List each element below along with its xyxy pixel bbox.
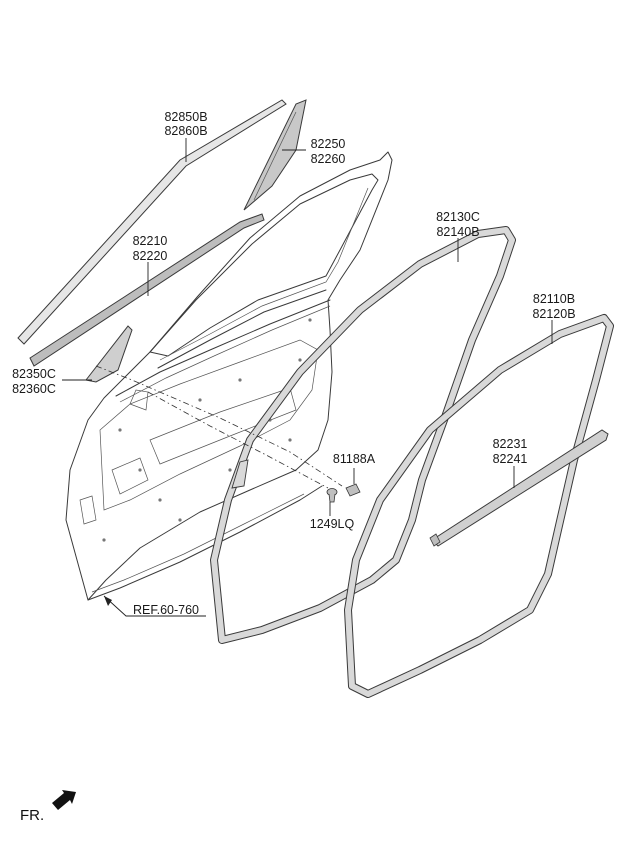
front-direction-indicator: FR. xyxy=(20,790,76,824)
callout-82110b: 82110B 82120B xyxy=(532,292,575,321)
callout-82350c-line2: 82360C xyxy=(12,382,56,396)
callout-82130c-line1: 82130C xyxy=(436,210,480,224)
callout-ref-line1: REF.60-760 xyxy=(133,603,199,617)
window-frame-molding xyxy=(17,99,287,345)
bolt-1249lq xyxy=(326,488,338,503)
door-weatherstrip xyxy=(210,226,516,644)
callout-82850b: 82850B 82860B xyxy=(164,110,207,138)
door-panel xyxy=(65,151,393,601)
callout-82210: 82210 82220 xyxy=(133,234,168,263)
belt-molding xyxy=(29,213,265,367)
callout-81188a-line1: 81188A xyxy=(333,452,376,466)
body-weatherstrip xyxy=(344,314,614,698)
callout-82231-line1: 82231 xyxy=(493,437,528,451)
callout-82250-line1: 82250 xyxy=(311,137,346,151)
callout-82231-line2: 82241 xyxy=(493,452,528,466)
lower-weatherstrip xyxy=(429,429,609,547)
fastener-81188a xyxy=(345,483,361,497)
callout-1249lq: 1249LQ xyxy=(310,517,355,531)
callout-82210-line2: 82220 xyxy=(133,249,168,263)
callout-ref: REF.60-760 xyxy=(133,603,199,617)
callout-82110b-line1: 82110B xyxy=(533,292,575,306)
callout-82350c-line1: 82350C xyxy=(12,367,56,381)
panel-holes xyxy=(102,318,312,542)
callout-1249lq-line1: 1249LQ xyxy=(310,517,355,531)
callout-82250: 82250 82260 xyxy=(311,137,346,166)
callout-82850b-line2: 82860B xyxy=(164,124,207,138)
pillar-trim xyxy=(243,99,307,211)
arrow-icon xyxy=(52,790,76,810)
callout-82350c: 82350C 82360C xyxy=(12,367,56,396)
callout-82210-line1: 82210 xyxy=(133,234,168,248)
callout-82130c-line2: 82140B xyxy=(436,225,479,239)
callout-82850b-line1: 82850B xyxy=(164,110,207,124)
callout-82110b-line2: 82120B xyxy=(532,307,575,321)
delta-cover xyxy=(85,325,133,383)
callout-82130c: 82130C 82140B xyxy=(436,210,480,239)
assembly-lines xyxy=(95,365,343,489)
front-direction-label: FR. xyxy=(20,807,44,824)
callout-82231: 82231 82241 xyxy=(493,437,528,466)
leader-lines xyxy=(62,138,553,617)
callout-81188a: 81188A xyxy=(333,452,376,466)
callout-82250-line2: 82260 xyxy=(311,152,346,166)
